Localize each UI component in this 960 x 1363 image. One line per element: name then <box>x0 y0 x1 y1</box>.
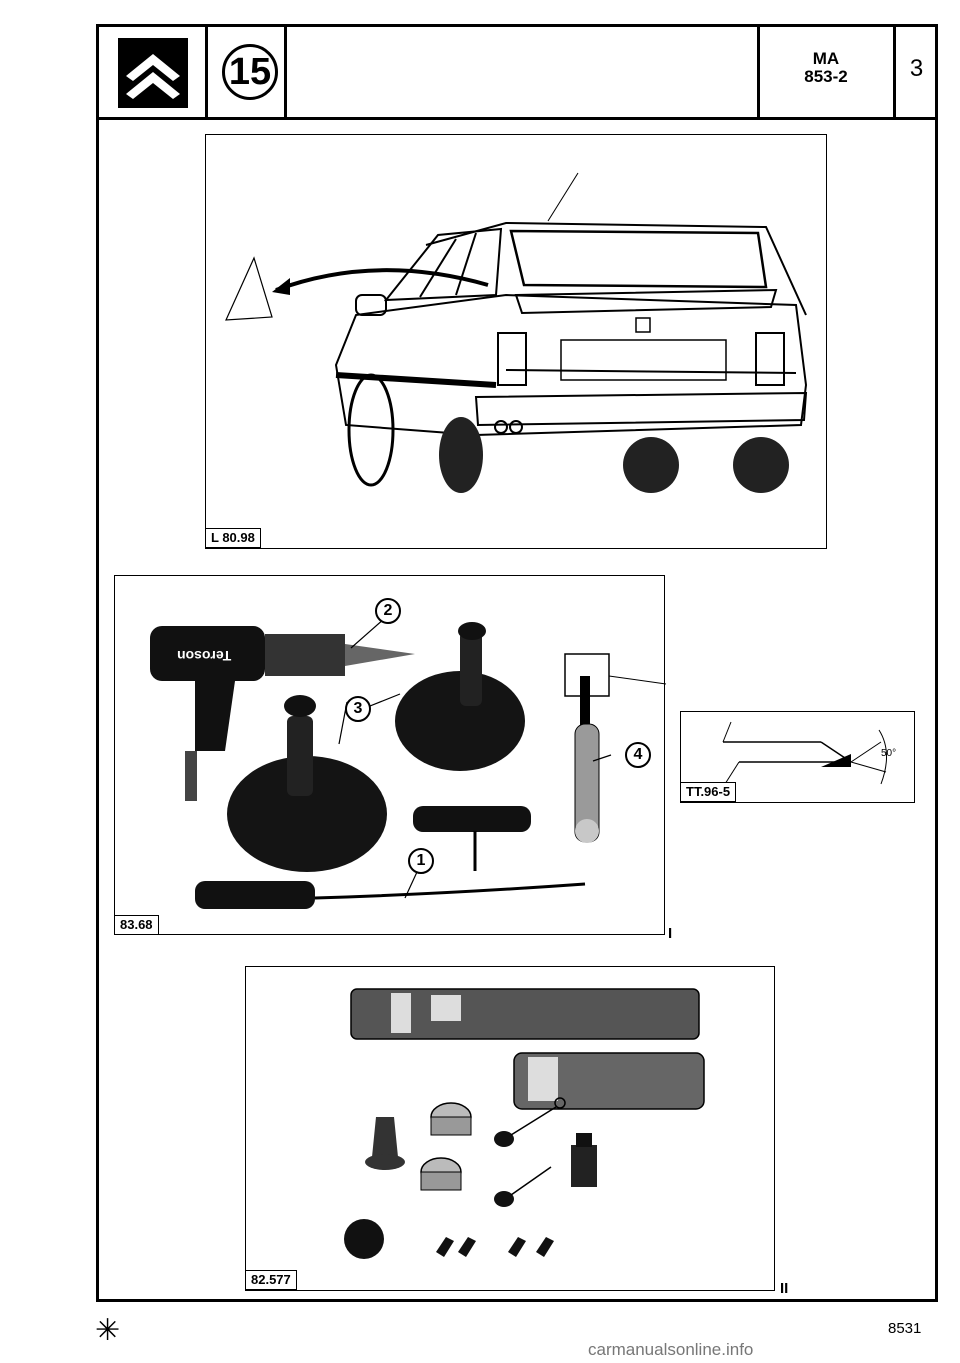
figure-blade-detail: 50° TT.96-5 <box>680 711 915 803</box>
tools-illustration <box>150 617 667 909</box>
document-code: MA 853-2 <box>760 50 892 86</box>
chapter-number: 15 <box>222 44 278 100</box>
document-code-line2: 853-2 <box>804 67 848 86</box>
double-chevron-icon <box>126 54 180 99</box>
heat-gun-brand: Teroson <box>177 648 232 664</box>
figure-ref-label: 82.577 <box>245 1270 297 1290</box>
page-frame <box>96 24 938 1302</box>
figure-ref-label: TT.96-5 <box>680 782 737 802</box>
figure-ref-label: 83.68 <box>114 915 159 935</box>
kit-illustration <box>344 988 705 1259</box>
header-divider <box>893 24 896 120</box>
footer-code: 8531 <box>888 1320 922 1337</box>
figure-roman-label: I <box>668 925 673 942</box>
header-divider <box>284 24 287 120</box>
car-rear-illustration <box>225 172 808 493</box>
page-number: 3 <box>909 55 924 82</box>
angle-label: 50° <box>881 748 897 759</box>
figure-rear-view: L 80.98 <box>205 134 827 549</box>
callout-4: 4 <box>625 742 651 768</box>
callout-3: 3 <box>345 696 371 722</box>
callout-1: 1 <box>408 848 434 874</box>
figure-tools: 2 3 4 1 Teroson 83.68 <box>114 575 667 935</box>
figure-ref-label: L 80.98 <box>205 528 261 548</box>
header-divider <box>205 24 208 120</box>
callout-2: 2 <box>375 598 401 624</box>
watermark: carmanualsonline.info <box>588 1340 754 1359</box>
asterisk-icon: ✳ <box>95 1314 121 1347</box>
figure-kit: 82.577 <box>245 966 775 1291</box>
brand-logo <box>118 38 188 108</box>
header-divider <box>757 24 760 120</box>
blade-detail-illustration <box>722 721 887 785</box>
figure-roman-label: II <box>780 1280 789 1297</box>
header-row <box>96 24 938 120</box>
document-code-line1: MA <box>812 49 840 68</box>
